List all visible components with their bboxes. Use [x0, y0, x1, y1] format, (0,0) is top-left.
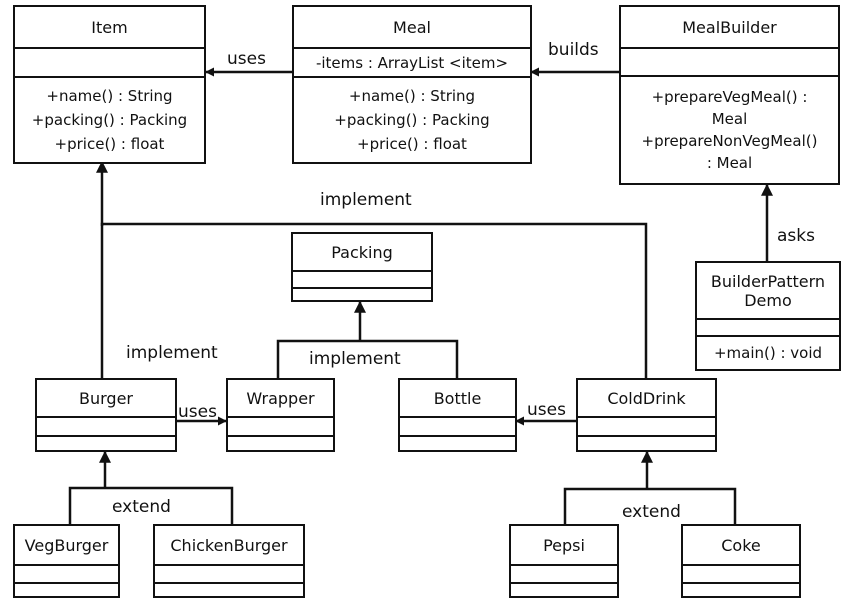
method: +name() : String — [46, 87, 173, 105]
class-name: VegBurger — [24, 535, 109, 555]
method: Meal — [711, 110, 748, 128]
method: : Meal — [706, 154, 753, 172]
label-extend-colddrink: extend — [622, 502, 681, 522]
class-packing: Packing — [291, 232, 433, 302]
class-name: Burger — [79, 388, 133, 408]
label-colddrink-uses-bottle: uses — [527, 400, 566, 420]
methods-compartment — [400, 435, 515, 450]
label-burger-uses-wrapper: uses — [178, 402, 217, 422]
label-meal-uses-item: uses — [227, 49, 266, 69]
attributes-compartment — [578, 416, 715, 435]
label-implement-burger: implement — [126, 343, 218, 363]
class-meal-builder: MealBuilder +prepareVegMeal() : Meal +pr… — [619, 5, 840, 185]
method: +prepareVegMeal() : — [651, 88, 808, 106]
methods-compartment: +prepareVegMeal() : Meal +prepareNonVegM… — [621, 75, 838, 183]
class-name: Meal — [393, 17, 431, 37]
class-chicken-burger: ChickenBurger — [153, 524, 305, 598]
class-pepsi: Pepsi — [509, 524, 619, 598]
label-implement-top: implement — [320, 190, 412, 210]
attributes-compartment — [155, 564, 303, 582]
class-name: ChickenBurger — [170, 535, 288, 555]
label-builder-builds-meal: builds — [548, 40, 599, 60]
class-name: MealBuilder — [682, 17, 777, 37]
class-name: BuilderPattern Demo — [710, 271, 826, 310]
class-name: Pepsi — [543, 535, 585, 555]
label-extend-burger: extend — [112, 497, 171, 517]
method: +name() : String — [348, 87, 476, 105]
class-bottle: Bottle — [398, 378, 517, 452]
method: +main() : void — [713, 344, 823, 362]
class-meal: Meal -items : ArrayList <item> +name() :… — [292, 5, 532, 164]
class-name: Coke — [721, 535, 761, 555]
class-veg-burger: VegBurger — [13, 524, 120, 598]
methods-compartment — [511, 582, 617, 596]
class-wrapper: Wrapper — [226, 378, 335, 452]
attributes-compartment — [683, 564, 799, 582]
methods-compartment: +name() : String +packing() : Packing +p… — [294, 76, 530, 162]
attributes-compartment — [293, 270, 431, 287]
class-name: Bottle — [433, 388, 482, 408]
attributes-compartment — [15, 47, 204, 76]
attributes-compartment — [511, 564, 617, 582]
method: +packing() : Packing — [334, 111, 490, 129]
methods-compartment — [228, 435, 333, 450]
methods-compartment: +name() : String +packing() : Packing +p… — [15, 76, 204, 162]
label-demo-asks-builder: asks — [777, 226, 815, 246]
attributes-compartment — [621, 47, 838, 75]
methods-compartment — [155, 582, 303, 596]
method: +prepareNonVegMeal() — [641, 132, 818, 150]
attributes-compartment — [15, 564, 118, 582]
edge-extend-colddrink — [563, 487, 737, 525]
class-builder-pattern-demo: BuilderPattern Demo +main() : void — [695, 261, 841, 371]
method: +price() : float — [54, 135, 165, 153]
methods-compartment — [683, 582, 799, 596]
class-coke: Coke — [681, 524, 801, 598]
edge-implement-packing — [276, 339, 459, 380]
methods-compartment — [37, 435, 175, 450]
edge-implement-item — [100, 222, 648, 380]
attributes-compartment — [697, 318, 839, 335]
class-item: Item +name() : String +packing() : Packi… — [13, 5, 206, 164]
class-cold-drink: ColdDrink — [576, 378, 717, 452]
edge-extend-burger — [68, 486, 234, 525]
attributes-compartment — [37, 416, 175, 435]
attributes-compartment — [228, 416, 333, 435]
class-name: Wrapper — [246, 388, 315, 408]
attributes-compartment: -items : ArrayList <item> — [294, 47, 530, 76]
class-burger: Burger — [35, 378, 177, 452]
label-implement-packing: implement — [309, 349, 401, 369]
methods-compartment — [15, 582, 118, 596]
methods-compartment — [578, 435, 715, 450]
class-name: ColdDrink — [607, 388, 686, 408]
attribute: -items : ArrayList <item> — [315, 53, 509, 72]
class-name: Packing — [331, 242, 393, 262]
method: +packing() : Packing — [31, 111, 188, 129]
method: +price() : float — [357, 135, 467, 153]
class-name: Item — [91, 17, 128, 37]
methods-compartment — [293, 287, 431, 300]
attributes-compartment — [400, 416, 515, 435]
methods-compartment: +main() : void — [697, 335, 839, 369]
